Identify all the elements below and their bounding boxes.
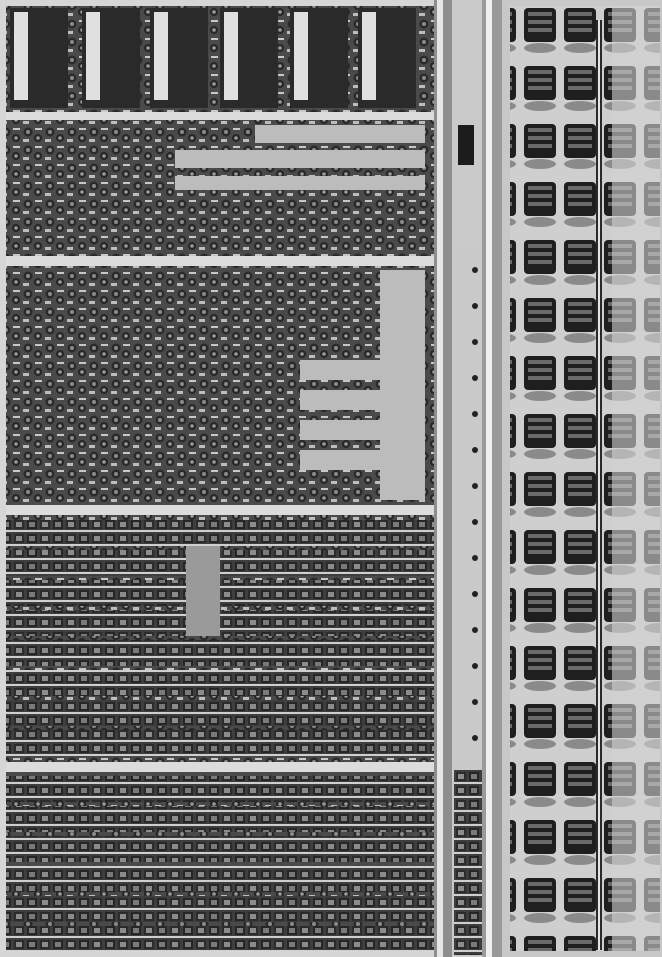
center-indicator xyxy=(458,125,474,165)
blank-panel xyxy=(186,546,220,636)
vertical-rails xyxy=(434,0,502,957)
terminal-strips xyxy=(175,125,425,500)
top-relay-modules xyxy=(10,8,416,108)
perforated-strip xyxy=(456,250,478,765)
horizontal-rails xyxy=(6,112,434,772)
center-lower-block xyxy=(454,770,482,955)
